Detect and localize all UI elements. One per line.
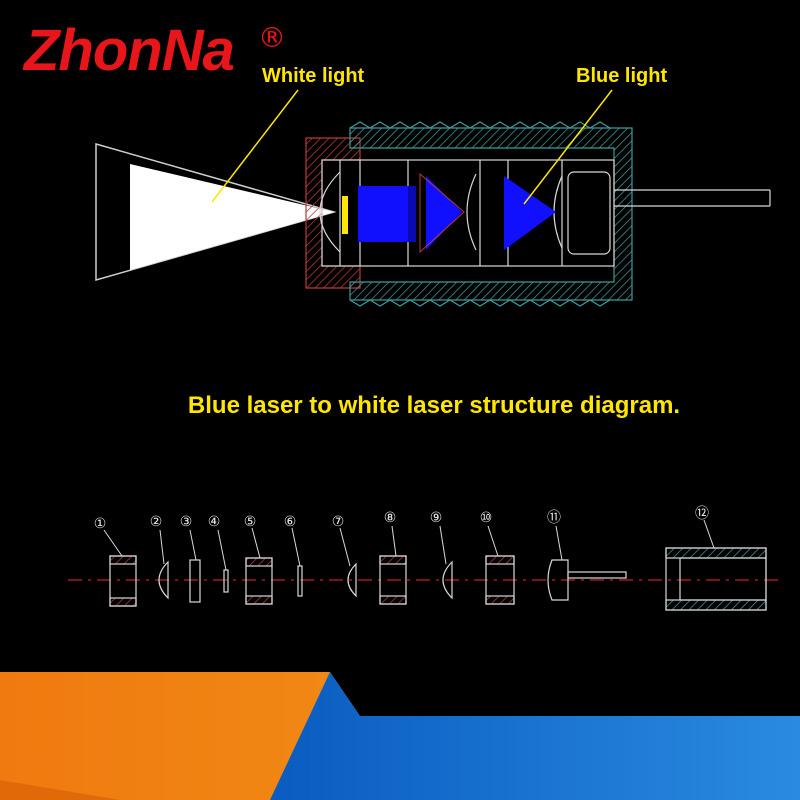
part-number-4: ④ xyxy=(208,514,221,530)
footer-blue-band xyxy=(270,672,800,800)
part-number-9: ⑨ xyxy=(430,510,443,526)
footer-band xyxy=(0,672,800,800)
part-number-1: ① xyxy=(94,516,107,532)
diagram-caption: Blue laser to white laser structure diag… xyxy=(187,392,681,419)
brand-logo: ZhonNa xyxy=(24,18,235,83)
part-number-8: ⑧ xyxy=(384,510,397,526)
assembled-module xyxy=(95,89,771,307)
blue-collimator xyxy=(358,186,410,242)
part-number-3: ③ xyxy=(180,514,193,530)
part-number-2: ② xyxy=(150,514,163,530)
thread-top xyxy=(349,121,611,129)
part-shapes xyxy=(109,547,767,611)
white-light-beam xyxy=(130,164,334,270)
white-light-label: White light xyxy=(262,65,365,87)
part-number-6: ⑥ xyxy=(284,514,297,530)
thread-bottom xyxy=(349,299,611,307)
phosphor-plate xyxy=(342,196,348,234)
registered-mark: ® xyxy=(258,21,286,54)
part-number-5: ⑤ xyxy=(244,514,257,530)
part-number-12: ⑫ xyxy=(695,506,709,522)
part-number-7: ⑦ xyxy=(332,514,345,530)
part-number-11: ⑪ xyxy=(547,510,561,526)
blue-prism-2 xyxy=(504,176,556,250)
leader-white xyxy=(211,89,299,203)
exploded-parts: ① ② ③ ④ ⑤ ⑥ ⑦ ⑧ ⑨ ⑩ ⑪ ⑫ xyxy=(68,506,778,611)
part-numbers: ① ② ③ ④ ⑤ ⑥ ⑦ ⑧ ⑨ ⑩ ⑪ ⑫ xyxy=(94,506,709,532)
part-leaders xyxy=(103,519,715,571)
blue-light-label: Blue light xyxy=(576,65,668,87)
blue-prism-1 xyxy=(426,176,462,250)
threaded-body xyxy=(349,127,633,301)
beam-outline xyxy=(95,143,337,281)
part-number-10: ⑩ xyxy=(480,510,493,526)
leader-blue xyxy=(523,89,613,205)
footer-accent xyxy=(0,780,120,800)
